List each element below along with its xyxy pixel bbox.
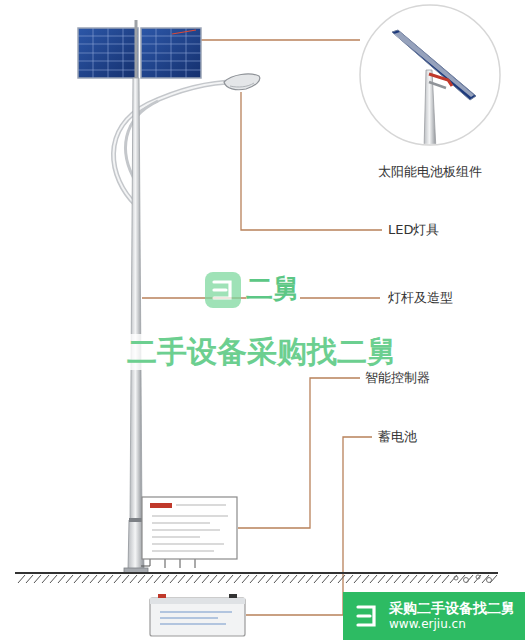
inset-content — [392, 30, 476, 150]
watermark-icon — [205, 272, 241, 308]
inset-detail — [360, 5, 500, 150]
battery-terminal — [158, 594, 166, 598]
pebble — [487, 578, 492, 583]
controller-box — [142, 497, 237, 559]
inset-brace — [429, 82, 446, 88]
pebble — [454, 576, 458, 580]
pole-joint — [129, 518, 143, 522]
battery-body — [150, 598, 245, 636]
panel-leader — [176, 39, 360, 40]
watermark-icon-square — [205, 272, 241, 308]
part-name: 太阳能电池板组件 — [378, 164, 482, 180]
part-name: 蓄电池 — [378, 429, 417, 445]
battery-print — [160, 612, 232, 624]
pole-shaft — [130, 78, 142, 520]
controller — [141, 497, 237, 568]
pebble — [476, 575, 480, 579]
watermark-icon-glyph — [214, 282, 230, 298]
watermark-logo-text: 二舅 — [246, 273, 300, 305]
arm-main — [113, 82, 236, 205]
controller-leader — [238, 378, 360, 528]
panel-mast — [135, 20, 138, 80]
watermark-text: 二手设备采购找二舅 — [127, 334, 397, 370]
controller-print — [152, 505, 228, 551]
ground — [15, 573, 498, 583]
battery-terminal — [229, 594, 237, 598]
lamp-leader — [241, 92, 382, 230]
controller-wires — [141, 559, 195, 568]
controller-brand — [150, 503, 172, 508]
arm-decor — [126, 101, 158, 182]
solar-panels — [78, 28, 201, 78]
inset-panel-edge — [394, 32, 474, 97]
led-lamp-head — [224, 74, 260, 90]
solar-cell-grid — [78, 28, 201, 78]
leader-lines — [142, 40, 382, 615]
inset-panel — [392, 30, 476, 100]
ground-hatch — [18, 575, 497, 583]
pebbles — [454, 575, 492, 583]
banner-box: 采购二手设备找二舅www.erjiu.cn — [343, 592, 525, 640]
part-name: 智能控制器 — [365, 370, 430, 386]
banner-url: www.erjiu.cn — [389, 617, 517, 632]
led-lamp-lens — [230, 83, 254, 87]
panel-highlight — [172, 30, 196, 34]
part-name: LED灯具 — [388, 222, 439, 238]
pole — [124, 20, 148, 573]
banner-icon — [352, 601, 382, 631]
battery-lid — [150, 598, 245, 604]
battery — [150, 594, 245, 636]
pebble — [464, 578, 469, 583]
part-name: 灯杆及造型 — [388, 290, 453, 306]
ground-line — [15, 572, 498, 574]
battery-leader — [246, 437, 372, 615]
arm-highlight — [113, 82, 236, 205]
banner-slogan: 采购二手设备找二舅 — [389, 600, 517, 618]
banner-icon-glyph — [358, 607, 374, 625]
